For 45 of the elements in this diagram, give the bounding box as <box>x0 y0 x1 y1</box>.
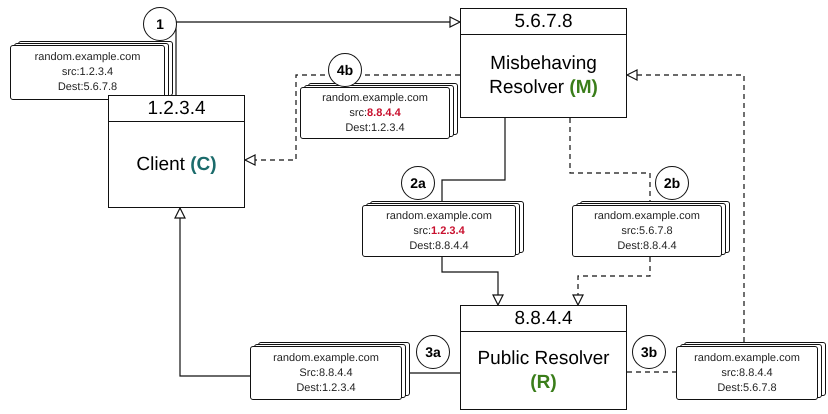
host-name: Public Resolver (R) <box>476 346 610 394</box>
ip-address: 5.6.7.8 <box>461 9 626 35</box>
step-number: 1 <box>143 7 177 41</box>
packet-field: src:8.8.4.4 <box>721 366 773 380</box>
packet-field: Dest:5.6.7.8 <box>58 80 118 95</box>
arrow <box>626 69 745 342</box>
packet-field: Dest:5.6.7.8 <box>717 380 777 396</box>
packet-field: random.example.com <box>694 350 800 366</box>
step-number: 3a <box>416 335 450 369</box>
packet-field: src:1.2.3.4 <box>62 65 114 80</box>
packet-stack <box>676 342 826 400</box>
host-box <box>460 8 627 118</box>
packet-stack <box>300 83 458 139</box>
step-number: 4b <box>328 53 362 87</box>
step-number: 3b <box>632 335 666 369</box>
packet-stack <box>250 342 410 400</box>
ip-address: 8.8.4.4 <box>461 306 626 332</box>
ip-address: 1.2.3.4 <box>109 96 244 122</box>
arrow <box>175 16 461 95</box>
host-box <box>460 305 627 410</box>
packet-field: random.example.com <box>386 208 492 224</box>
packet-field: random.example.com <box>34 50 140 65</box>
packet-field: src:8.8.4.4 <box>349 106 401 120</box>
packet-field: random.example.com <box>273 350 379 366</box>
packet-stack <box>10 41 173 100</box>
packet-stack <box>362 201 524 257</box>
packet-field: Dest:1.2.3.4 <box>296 380 356 396</box>
packet-field: random.example.com <box>594 208 700 224</box>
host-name: Client (C) <box>135 152 218 176</box>
host-box <box>108 95 245 208</box>
host-name: Misbehaving Resolver (M) <box>488 52 599 100</box>
packet-field: Dest:1.2.3.4 <box>345 120 405 136</box>
packet-field: random.example.com <box>322 90 428 106</box>
packet-stack <box>572 201 730 257</box>
packet-field: Src:8.8.4.4 <box>299 366 353 380</box>
packet-field: Dest:8.8.4.4 <box>409 238 469 254</box>
arrow <box>174 207 250 377</box>
packet-field: Dest:8.8.4.4 <box>617 238 677 254</box>
packet-field: src:1.2.3.4 <box>413 224 465 238</box>
arrow <box>244 74 460 166</box>
arrow <box>572 257 651 306</box>
arrow <box>441 257 504 306</box>
step-number: 2b <box>655 166 689 200</box>
packet-field: src:5.6.7.8 <box>621 224 673 238</box>
step-number: 2a <box>401 166 435 200</box>
